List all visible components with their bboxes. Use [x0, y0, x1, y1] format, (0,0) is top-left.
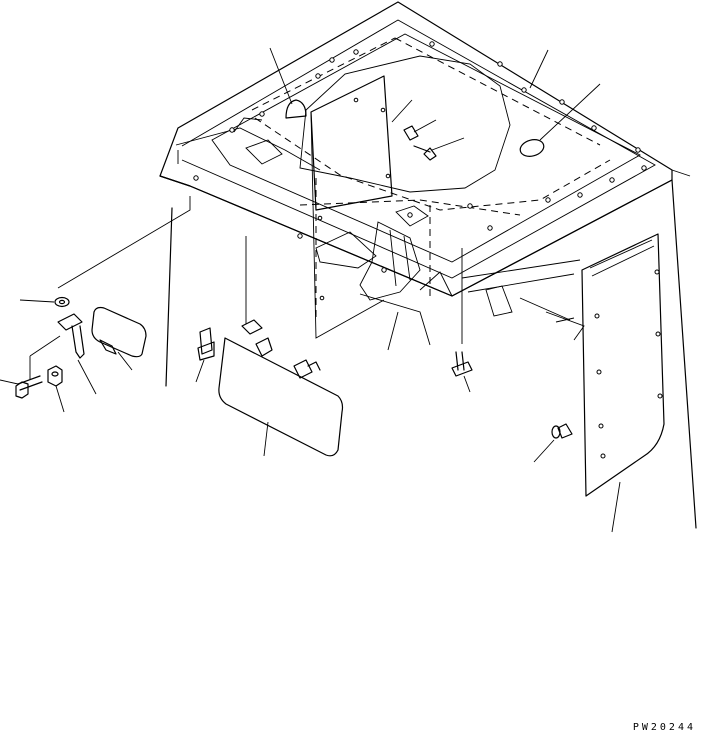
bolt: [16, 376, 42, 398]
clip-and-bolt: [404, 126, 436, 160]
mount-bracket: [58, 314, 84, 358]
cover-plate: [92, 308, 146, 357]
nut: [48, 366, 62, 386]
drawing-code: PW20244: [632, 722, 696, 733]
dome-lamp: [286, 100, 306, 118]
side-lining-panel: [582, 234, 664, 496]
stud-bolt: [198, 328, 214, 360]
frame-bracket: [462, 260, 584, 340]
grommet: [552, 424, 572, 438]
cab-roof: [160, 2, 696, 528]
headliner-panel: [311, 76, 392, 338]
bolt-right: [452, 352, 472, 376]
sun-visor-left: [219, 236, 343, 456]
leader-lines: [0, 48, 620, 532]
washer: [55, 298, 69, 307]
ceiling-pad: [518, 137, 545, 159]
